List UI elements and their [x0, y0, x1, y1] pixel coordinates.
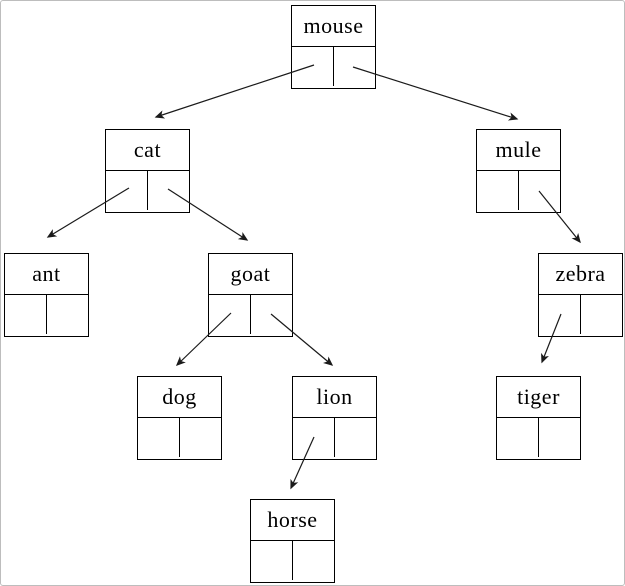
- node-label: lion: [293, 377, 376, 418]
- tree-node-cat: cat: [105, 129, 190, 213]
- node-label: mule: [477, 130, 560, 171]
- tree-node-goat: goat: [208, 253, 293, 337]
- left-pointer-cell: [106, 171, 148, 210]
- node-label: ant: [5, 254, 88, 295]
- right-pointer-cell: [581, 295, 622, 334]
- right-pointer-cell: [519, 171, 560, 210]
- left-pointer-cell: [292, 47, 334, 86]
- node-label: horse: [251, 500, 334, 541]
- left-pointer-cell: [251, 541, 293, 580]
- pointer-cells: [292, 47, 375, 86]
- pointer-cells: [5, 295, 88, 334]
- right-pointer-cell: [335, 418, 376, 457]
- tree-node-mouse: mouse: [291, 5, 376, 89]
- right-pointer-cell: [539, 418, 580, 457]
- left-pointer-cell: [539, 295, 581, 334]
- right-pointer-cell: [47, 295, 88, 334]
- left-pointer-cell: [138, 418, 180, 457]
- pointer-cells: [251, 541, 334, 580]
- edge-mouse-right-to-mule: [352, 66, 519, 121]
- pointer-cells: [106, 171, 189, 210]
- node-label: cat: [106, 130, 189, 171]
- node-label: zebra: [539, 254, 622, 295]
- pointer-cells: [497, 418, 580, 457]
- right-pointer-cell: [148, 171, 189, 210]
- tree-node-tiger: tiger: [496, 376, 581, 460]
- pointer-cells: [539, 295, 622, 334]
- tree-node-dog: dog: [137, 376, 222, 460]
- tree-node-horse: horse: [250, 499, 335, 583]
- right-pointer-cell: [180, 418, 221, 457]
- node-label: mouse: [292, 6, 375, 47]
- tree-node-ant: ant: [4, 253, 89, 337]
- pointer-cells: [477, 171, 560, 210]
- node-label: tiger: [497, 377, 580, 418]
- node-label: dog: [138, 377, 221, 418]
- pointer-cells: [293, 418, 376, 457]
- right-pointer-cell: [334, 47, 375, 86]
- left-pointer-cell: [5, 295, 47, 334]
- pointer-cells: [138, 418, 221, 457]
- left-pointer-cell: [209, 295, 251, 334]
- left-pointer-cell: [293, 418, 335, 457]
- pointer-cells: [209, 295, 292, 334]
- right-pointer-cell: [251, 295, 292, 334]
- left-pointer-cell: [477, 171, 519, 210]
- tree-node-zebra: zebra: [538, 253, 623, 337]
- tree-node-mule: mule: [476, 129, 561, 213]
- node-label: goat: [209, 254, 292, 295]
- left-pointer-cell: [497, 418, 539, 457]
- tree-node-lion: lion: [292, 376, 377, 460]
- right-pointer-cell: [293, 541, 334, 580]
